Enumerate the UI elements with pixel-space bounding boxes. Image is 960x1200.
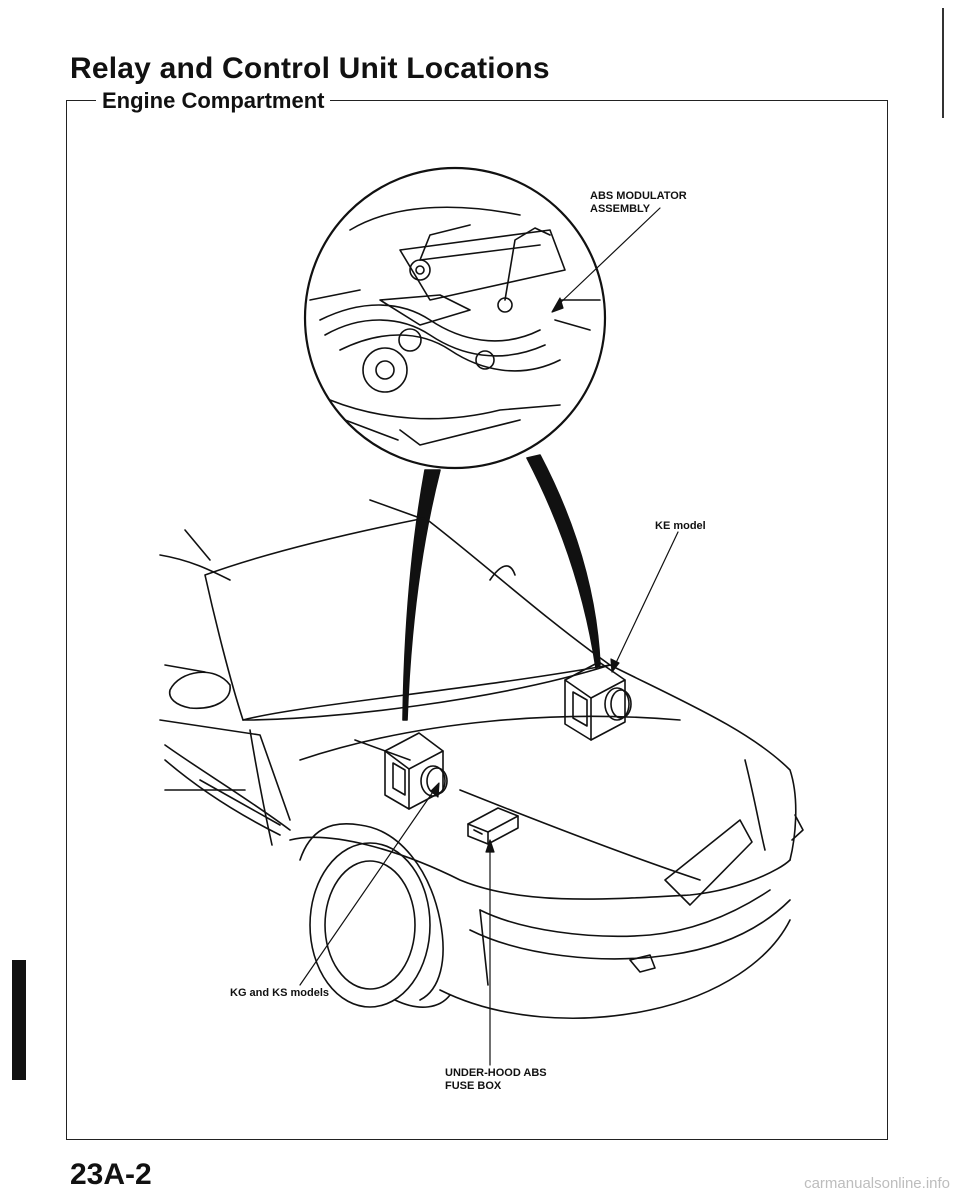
abs-modulator-label-line-2: ASSEMBLY <box>590 203 651 215</box>
front-wheel <box>299 823 451 1008</box>
hood <box>242 664 804 906</box>
margin-rule <box>942 8 944 118</box>
under-hood-abs-fuse-box <box>467 807 519 845</box>
fuse-box-label-line-1: UNDER-HOOD ABS <box>445 1067 547 1079</box>
abs-control-unit-kg-ks <box>384 732 448 810</box>
section-title: Engine Compartment <box>96 88 331 114</box>
page-title: Relay and Control Unit Locations <box>70 52 550 85</box>
page-number: 23A-2 <box>70 1158 152 1191</box>
abs-control-unit-ke <box>564 661 632 741</box>
kg-ks-models-label: KG and KS models <box>230 987 330 999</box>
abs-modulator-label: ABS MODULATOR ASSEMBLY <box>590 190 687 216</box>
abs-modulator-detail-view <box>303 166 607 470</box>
windshield <box>159 499 611 721</box>
tab-marker <box>12 960 26 1080</box>
fuse-box-label: UNDER-HOOD ABS FUSE BOX <box>445 1067 547 1093</box>
fuse-box-label-line-2: FUSE BOX <box>445 1080 502 1092</box>
abs-modulator-label-line-1: ABS MODULATOR <box>590 190 687 202</box>
watermark: carmanualsonline.info <box>804 1175 950 1192</box>
diagram-frame <box>66 100 888 1140</box>
ke-model-label: KE model <box>655 520 706 532</box>
